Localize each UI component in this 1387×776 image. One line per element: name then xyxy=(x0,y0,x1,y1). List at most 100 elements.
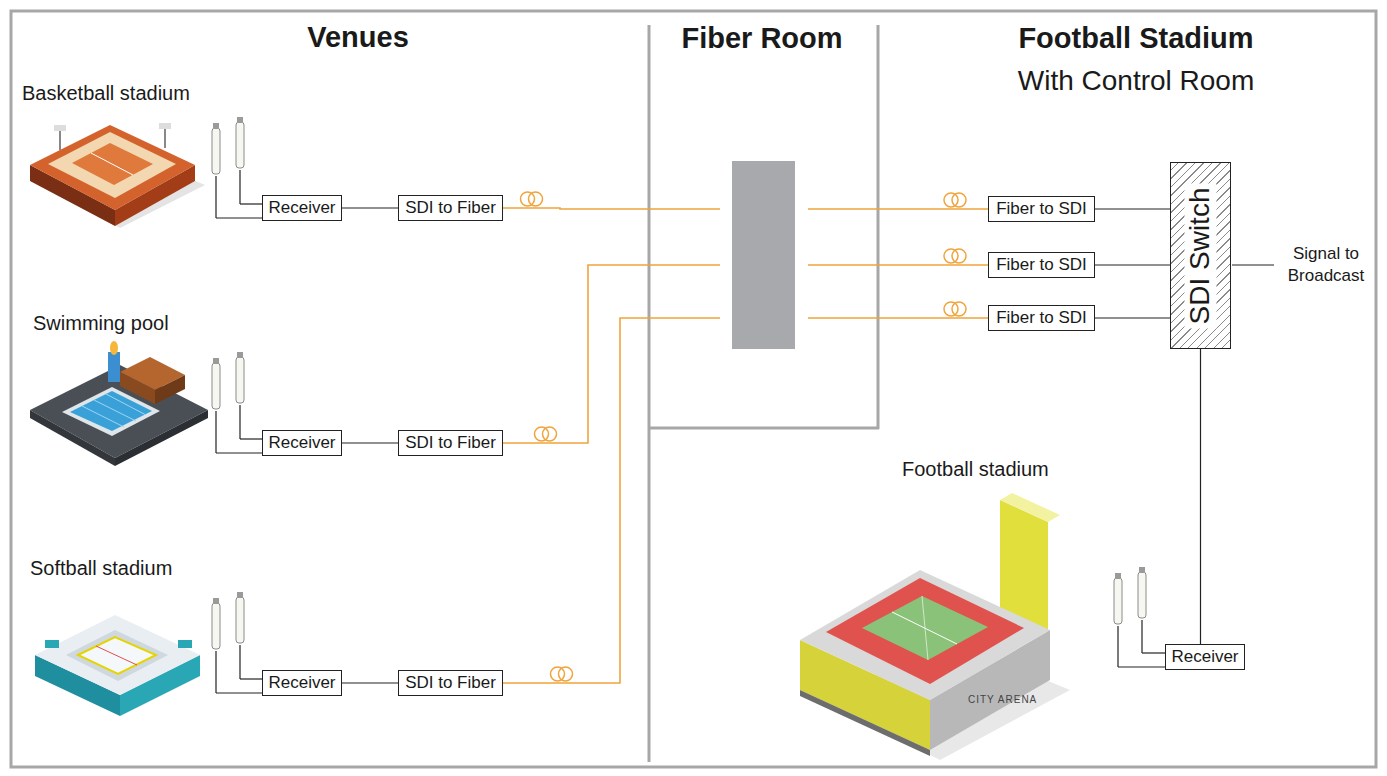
venue-name: Softball stadium xyxy=(30,557,172,580)
fiber-coil xyxy=(944,193,958,207)
box-label: SDI to Fiber xyxy=(405,673,496,693)
antenna-wire xyxy=(240,438,262,439)
box-label: SDI to Fiber xyxy=(405,433,496,453)
antenna-symbol xyxy=(236,597,244,643)
signal-line xyxy=(342,682,398,683)
leader-line xyxy=(1232,264,1274,265)
antenna-wire xyxy=(215,651,216,693)
signal-line xyxy=(1200,349,1201,644)
antenna-cap xyxy=(237,352,243,358)
building-sign: CITY ARENA xyxy=(968,694,1037,705)
fiber-coil xyxy=(551,667,565,681)
fiber-coil xyxy=(952,193,966,207)
venue-name: Football stadium xyxy=(902,458,1049,481)
box-label: Receiver xyxy=(268,198,335,218)
venue-name: Basketball stadium xyxy=(22,82,190,105)
signal-line xyxy=(1095,264,1170,265)
antenna-symbol xyxy=(212,363,220,409)
antenna-wire xyxy=(1118,666,1165,667)
process-box: Receiver xyxy=(262,670,342,696)
box-label: Fiber to SDI xyxy=(996,255,1087,275)
antenna-cap xyxy=(213,123,219,129)
section-heading: Fiber Room xyxy=(681,22,842,55)
antenna-wire xyxy=(1117,626,1118,667)
antenna-wire xyxy=(216,452,262,453)
box-label: Fiber to SDI xyxy=(996,199,1087,219)
fiber-link xyxy=(503,265,988,443)
section-band: Fiber Room xyxy=(652,14,876,426)
process-box: Fiber to SDI xyxy=(988,196,1095,222)
box-label: Receiver xyxy=(268,433,335,453)
antenna-wire xyxy=(216,692,262,693)
process-box: Receiver xyxy=(262,195,342,221)
signal-line xyxy=(1095,317,1170,318)
signal-line xyxy=(342,442,398,443)
antenna-wire xyxy=(239,170,240,204)
section-heading: Venues xyxy=(307,21,409,54)
venue-name: Swimming pool xyxy=(33,312,169,335)
switch-box: SDI Switch xyxy=(1170,162,1231,349)
process-box: Receiver xyxy=(1165,644,1245,670)
box-label: Receiver xyxy=(268,673,335,693)
fiber-coil xyxy=(529,192,543,206)
antenna-cap xyxy=(213,598,219,604)
fiber-coil xyxy=(535,427,549,441)
divider xyxy=(649,427,879,430)
fiber-link xyxy=(503,318,988,683)
box-label: Fiber to SDI xyxy=(996,308,1087,328)
box-label: SDI Switch xyxy=(1185,183,1217,328)
antenna-symbol xyxy=(236,122,244,168)
signal-line xyxy=(342,207,398,208)
softball-stadium-illustration xyxy=(35,615,200,716)
antenna-wire xyxy=(1142,652,1165,653)
fiber-coil xyxy=(952,249,966,263)
football-stadium-illustration xyxy=(800,493,1070,760)
process-box: Fiber to SDI xyxy=(988,305,1095,331)
section-band: Football StadiumWith Control RoomFiber t… xyxy=(886,14,1376,762)
fiber-coil xyxy=(521,192,535,206)
section-heading: Football Stadium xyxy=(1018,22,1253,55)
box-label: SDI to Fiber xyxy=(405,198,496,218)
section-heading: With Control Room xyxy=(1018,65,1255,97)
antenna-symbol xyxy=(212,128,220,174)
divider xyxy=(877,25,880,429)
fiber-coil xyxy=(944,302,958,316)
antenna-cap xyxy=(1115,573,1121,579)
antenna-wire xyxy=(215,411,216,453)
fiber-link xyxy=(503,208,988,209)
patch-panel xyxy=(732,161,795,349)
antenna-wire xyxy=(239,645,240,679)
basketball-stadium-illustration xyxy=(30,123,205,228)
fiber-coil xyxy=(944,249,958,263)
process-box: SDI to Fiber xyxy=(398,195,503,221)
process-box: SDI to Fiber xyxy=(398,670,503,696)
outer-frame xyxy=(11,11,1376,767)
fiber-coil xyxy=(543,427,557,441)
antenna-cap xyxy=(237,117,243,123)
antenna-cap xyxy=(237,592,243,598)
section-band: VenuesReceiverSDI to FiberReceiverSDI to… xyxy=(12,14,648,762)
process-box: Fiber to SDI xyxy=(988,252,1095,278)
process-box: SDI to Fiber xyxy=(398,430,503,456)
box-label: Receiver xyxy=(1171,647,1238,667)
signal-line xyxy=(1095,208,1170,209)
fiber-coil xyxy=(559,667,573,681)
antenna-wire xyxy=(240,678,262,679)
antenna-cap xyxy=(1139,567,1145,573)
output-label: Signal to Broadcast xyxy=(1278,243,1374,287)
antenna-wire xyxy=(216,217,262,218)
fiber-coil xyxy=(952,302,966,316)
divider xyxy=(648,25,651,762)
antenna-wire xyxy=(239,405,240,439)
process-box: Receiver xyxy=(262,430,342,456)
antenna-symbol xyxy=(212,603,220,649)
antenna-symbol xyxy=(236,357,244,403)
antenna-wire xyxy=(215,176,216,218)
swimming-pool-illustration xyxy=(30,341,208,466)
antenna-wire xyxy=(1141,620,1142,653)
antenna-symbol xyxy=(1114,578,1122,624)
antenna-cap xyxy=(213,358,219,364)
antenna-symbol xyxy=(1138,572,1146,618)
antenna-wire xyxy=(240,203,262,204)
